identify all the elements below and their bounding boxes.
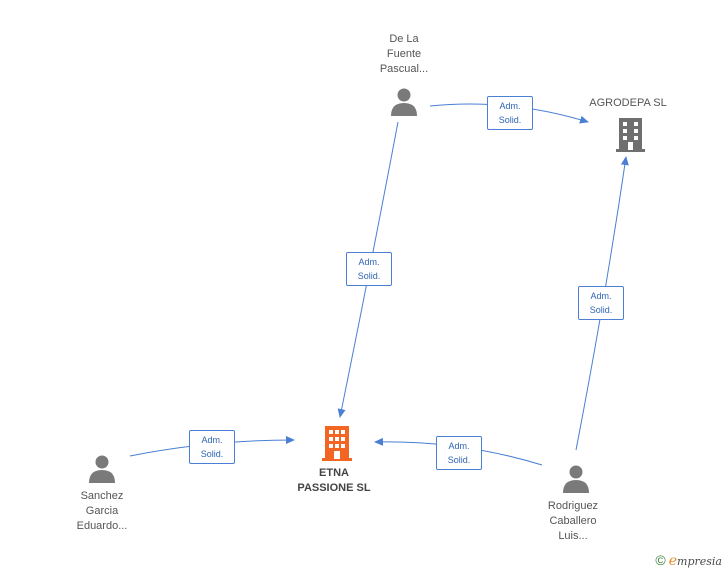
- node-label-etna[interactable]: ETNA PASSIONE SL: [297, 467, 371, 494]
- edge-label-rodriguez-etna[interactable]: Adm. Solid.: [436, 436, 482, 470]
- building-icon-main[interactable]: [322, 426, 352, 461]
- copyright-notice: © empresia: [655, 552, 722, 569]
- edge-label-delafuente-etna[interactable]: Adm. Solid.: [346, 252, 392, 286]
- brand-initial: e: [668, 553, 678, 569]
- person-icon[interactable]: [391, 88, 417, 117]
- person-icon[interactable]: [89, 455, 115, 484]
- building-icon[interactable]: [616, 118, 645, 152]
- person-icon[interactable]: [563, 465, 589, 494]
- copyright-symbol: ©: [655, 552, 666, 568]
- edge-label-delafuente-agrodepa[interactable]: Adm. Solid.: [487, 96, 533, 130]
- brand-name: mpresia: [677, 555, 722, 568]
- edge-label-sanchez-etna[interactable]: Adm. Solid.: [189, 430, 235, 464]
- node-label-sanchez[interactable]: Sanchez Garcia Eduardo...: [76, 490, 128, 532]
- node-label-rodriguez[interactable]: Rodriguez Caballero Luis...: [547, 500, 599, 542]
- node-label-agrodepa[interactable]: AGRODEPA SL: [589, 97, 667, 109]
- brand-logo: empresia: [668, 553, 722, 569]
- edge-label-rodriguez-agrodepa[interactable]: Adm. Solid.: [578, 286, 624, 320]
- node-label-delafuente[interactable]: De La Fuente Pascual...: [379, 33, 429, 75]
